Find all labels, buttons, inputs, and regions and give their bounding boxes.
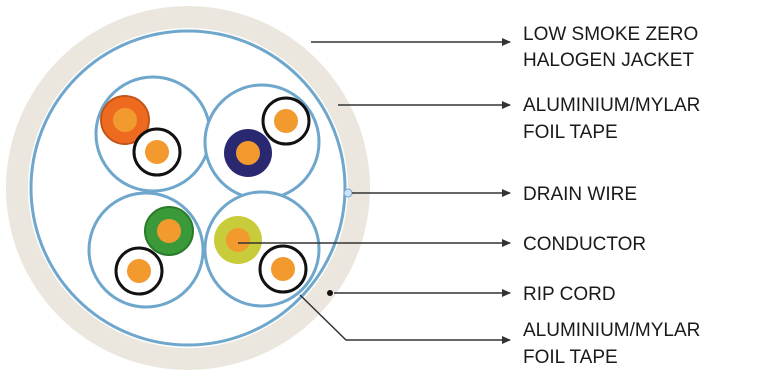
conductor-core bbox=[127, 259, 151, 283]
drain-wire bbox=[343, 188, 353, 198]
conductor-core bbox=[271, 257, 295, 281]
conductor-label: CONDUCTOR bbox=[523, 234, 646, 255]
conductor-core bbox=[157, 219, 181, 243]
overall-foil-tape bbox=[29, 29, 347, 347]
conductor-core bbox=[226, 228, 250, 252]
conductor-core bbox=[236, 141, 260, 165]
rip-cord-label: RIP CORD bbox=[523, 284, 616, 305]
conductor-core bbox=[145, 140, 169, 164]
conductor-core bbox=[274, 109, 298, 133]
rip-cord bbox=[327, 290, 333, 296]
drain-wire-label: DRAIN WIRE bbox=[523, 184, 637, 205]
conductor-core bbox=[113, 108, 137, 132]
foil2-leader bbox=[299, 294, 511, 344]
